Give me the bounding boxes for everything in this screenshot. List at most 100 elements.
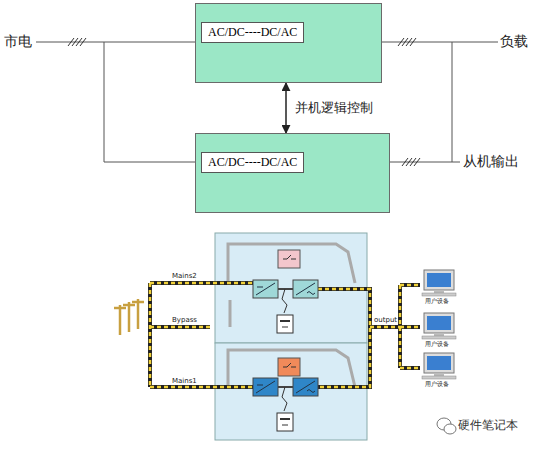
svg-shape xyxy=(104,42,105,162)
svg-shape xyxy=(137,299,140,329)
svg-shape xyxy=(253,280,278,298)
svg-shape xyxy=(228,350,355,387)
svg-shape xyxy=(149,283,152,387)
svg-shape xyxy=(80,38,86,46)
ups-unit-box: AC/DC----DC/AC xyxy=(195,3,382,83)
svg-shape xyxy=(400,283,420,287)
svg-shape xyxy=(452,42,453,162)
svg-shape xyxy=(114,307,126,310)
svg-shape xyxy=(422,376,456,379)
svg-shape xyxy=(150,281,253,285)
svg-shape xyxy=(400,367,420,370)
svg-shape xyxy=(283,363,296,367)
static-switch xyxy=(278,250,300,268)
static-switch xyxy=(278,358,300,376)
svg-shape xyxy=(318,289,370,387)
svg-shape xyxy=(414,158,420,166)
svg-shape xyxy=(132,301,144,304)
svg-shape xyxy=(283,255,296,259)
svg-shape xyxy=(280,418,290,420)
switch-symbol xyxy=(283,255,296,367)
svg-shape xyxy=(427,316,451,330)
svg-shape xyxy=(150,385,253,389)
svg-shape xyxy=(400,284,420,287)
svg-shape xyxy=(228,244,355,283)
svg-shape xyxy=(318,289,370,387)
svg-shape xyxy=(119,305,122,335)
text-label: 用户设备 xyxy=(425,381,449,388)
svg-shape xyxy=(123,304,135,307)
text-label: 用户设备 xyxy=(425,341,449,348)
svg-shape xyxy=(280,320,290,322)
svg-shape xyxy=(293,280,318,298)
svg-shape xyxy=(424,313,454,333)
svg-shape xyxy=(36,42,195,43)
svg-shape xyxy=(150,386,253,389)
svg-shape xyxy=(256,381,275,393)
connector-label: 并机逻辑控制 xyxy=(293,99,375,117)
user-computer xyxy=(422,270,456,379)
parallel-connector xyxy=(285,83,287,133)
svg-shape xyxy=(434,333,444,336)
converter-block xyxy=(253,280,318,396)
svg-shape xyxy=(370,325,400,329)
svg-shape xyxy=(104,162,195,163)
svg-shape xyxy=(424,353,454,373)
svg-shape xyxy=(444,424,456,434)
svg-shape xyxy=(293,378,318,396)
svg-shape xyxy=(400,366,420,370)
watermark: 硬件笔记本 xyxy=(458,419,518,433)
bypass-path xyxy=(228,244,355,387)
svg-shape xyxy=(282,425,288,426)
text-label: 市电 xyxy=(4,33,32,49)
svg-shape xyxy=(427,356,451,370)
svg-shape xyxy=(424,270,454,290)
text-label: 从机输出 xyxy=(463,153,519,169)
text-label: output xyxy=(374,316,397,324)
svg-shape xyxy=(148,283,152,387)
svg-shape xyxy=(282,289,287,313)
svg-shape xyxy=(150,326,210,329)
svg-shape xyxy=(150,283,420,387)
svg-shape xyxy=(282,387,287,411)
svg-shape xyxy=(278,288,293,290)
svg-shape xyxy=(434,373,444,376)
converter-label: AC/DC----DC/AC xyxy=(201,152,304,173)
svg-shape xyxy=(229,300,232,327)
svg-shape xyxy=(150,325,210,329)
svg-shape xyxy=(128,302,131,332)
svg-shape xyxy=(382,42,498,43)
text-label: Bypass xyxy=(172,316,197,324)
svg-shape xyxy=(400,325,420,329)
power-pylons xyxy=(114,299,144,335)
svg-shape xyxy=(427,273,451,287)
power-path xyxy=(150,283,420,387)
text-label: Mains2 xyxy=(172,272,197,280)
svg-shape xyxy=(150,282,253,285)
svg-shape xyxy=(277,315,293,333)
svg-shape xyxy=(150,283,420,387)
converter-label: AC/DC----DC/AC xyxy=(201,22,304,43)
svg-shape xyxy=(410,38,416,46)
svg-shape xyxy=(256,283,275,295)
svg-shape xyxy=(422,336,456,339)
text-label: 用户设备 xyxy=(425,298,449,305)
svg-shape xyxy=(282,327,288,328)
svg-shape xyxy=(296,381,315,393)
ups-panel xyxy=(215,343,367,440)
svg-shape xyxy=(390,162,460,163)
svg-shape xyxy=(422,293,456,296)
ups-unit-box: AC/DC----DC/AC xyxy=(195,133,390,213)
svg-shape xyxy=(400,326,420,329)
battery xyxy=(277,289,293,431)
text-label: Mains1 xyxy=(172,377,197,385)
svg-shape xyxy=(370,326,400,329)
svg-shape xyxy=(253,378,278,396)
watermark-icon xyxy=(437,418,456,434)
svg-shape xyxy=(277,413,293,431)
svg-shape xyxy=(278,386,293,388)
svg-shape xyxy=(434,290,444,293)
svg-shape xyxy=(296,283,315,295)
converter-symbol xyxy=(256,283,315,393)
text-label: 负载 xyxy=(500,33,528,49)
